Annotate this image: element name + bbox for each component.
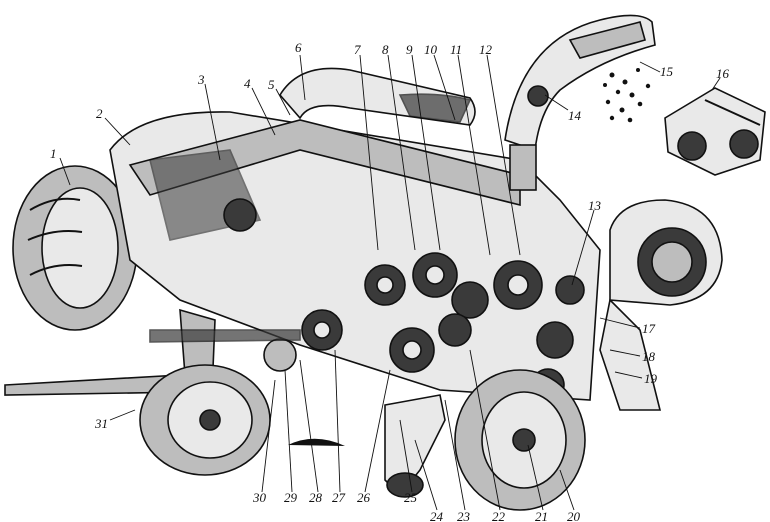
callout-2: 2 <box>96 106 103 121</box>
callout-3: 3 <box>197 72 205 87</box>
callout-10: 10 <box>424 42 438 57</box>
callout-13: 13 <box>588 198 602 213</box>
callout-14: 14 <box>568 108 582 123</box>
ground-debris <box>288 438 345 446</box>
callout-22: 22 <box>492 509 506 522</box>
callout-30: 30 <box>252 490 267 505</box>
callout-24: 24 <box>430 509 444 522</box>
discharge-chute <box>504 14 656 191</box>
callout-4: 4 <box>244 76 251 91</box>
callout-9: 9 <box>406 42 413 57</box>
callout-7: 7 <box>354 42 361 57</box>
grain-stream <box>603 68 651 123</box>
callout-12: 12 <box>479 42 493 57</box>
front-intake-drum <box>12 165 138 331</box>
callout-19: 19 <box>644 371 658 386</box>
callout-16: 16 <box>716 66 730 81</box>
roller-detail-inset <box>664 87 766 176</box>
callout-23: 23 <box>457 509 471 522</box>
callout-28: 28 <box>309 490 323 505</box>
leader-lines <box>59 54 721 511</box>
right-wheel <box>454 369 586 511</box>
roller-train <box>223 198 585 402</box>
callout-1: 1 <box>50 146 57 161</box>
callout-5: 5 <box>268 77 275 92</box>
fan-housing <box>599 199 723 411</box>
callout-27: 27 <box>332 490 346 505</box>
lower-auger <box>384 394 446 498</box>
machine-illustration <box>4 14 766 511</box>
callout-18: 18 <box>642 349 656 364</box>
callout-labels: 1 2 3 4 5 6 7 8 9 10 11 12 13 14 15 16 1… <box>50 40 730 522</box>
callout-8: 8 <box>382 42 389 57</box>
callout-11: 11 <box>450 42 462 57</box>
callout-25: 25 <box>404 490 418 505</box>
callout-29: 29 <box>284 490 298 505</box>
callout-31: 31 <box>94 416 108 431</box>
left-wheel <box>139 364 271 476</box>
callout-17: 17 <box>642 321 656 336</box>
main-housing <box>109 67 601 401</box>
callout-6: 6 <box>295 40 302 55</box>
callout-21: 21 <box>535 509 548 522</box>
callout-15: 15 <box>660 64 674 79</box>
callout-26: 26 <box>357 490 371 505</box>
callout-20: 20 <box>567 509 581 522</box>
